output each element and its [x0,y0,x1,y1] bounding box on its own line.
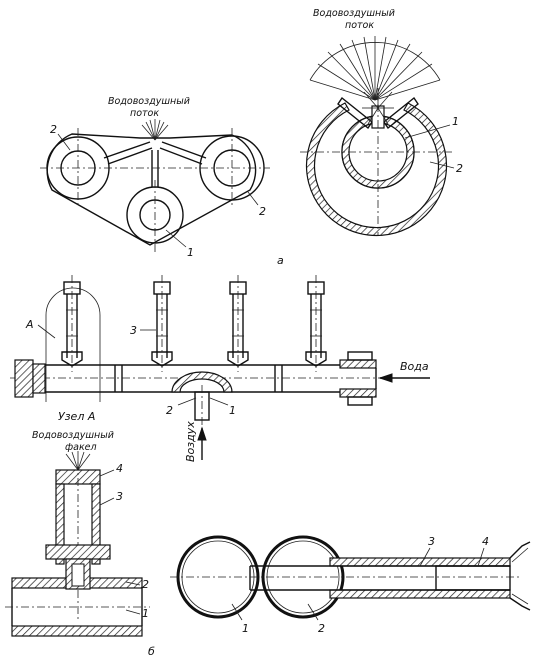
top-right-view: Водовоздушный поток 1 2 [300,8,463,237]
callout-2-manifold: 2 [166,404,173,417]
callout-3-side: 3 [428,535,435,548]
water-air-spray-small [141,119,169,141]
side-spray [509,541,531,611]
callout-3-node: 3 [116,490,123,503]
callout-a: А [25,318,34,331]
callout-4-node: 4 [116,462,123,475]
callout-2-node: 2 [142,578,149,591]
air-label: Воздух [184,421,197,462]
torch-label-2: факел [65,442,97,453]
callout-1-top-right: 1 [452,115,459,128]
tube-lower-wall [329,589,511,599]
nozzle-2 [151,275,173,372]
side-view: 1 2 3 4 [170,535,531,635]
callout-2-side: 2 [318,622,325,635]
node-a-title: Узел А [58,410,95,423]
callout-1-manifold: 1 [229,404,236,417]
callout-2-top-right: 2 [456,162,463,175]
manifold-view: А 3 2 1 Вода Воздух [10,275,430,462]
callout-1-node: 1 [142,607,149,620]
flow-label-top-right-2: поток [345,20,374,31]
flow-label-top-left-2: поток [130,108,159,119]
torch-label-1: Водовоздушный [32,430,114,441]
left-end-cap [14,359,34,398]
callout-3-manifold: 3 [130,324,137,337]
node-a-view: Узел А Водовоздушный факел 4 [5,410,150,637]
nozzle-4 [305,275,327,372]
callout-2-right: 2 [259,205,266,218]
callout-1-side: 1 [242,622,249,635]
callout-2-left: 2 [50,123,57,136]
flow-label-top-right-1: Водовоздушный [313,8,395,19]
tube-upper-wall [329,557,511,567]
top-left-view: Водовоздушный поток 2 2 1 [40,96,270,259]
callout-4-side: 4 [482,535,489,548]
detail-a-outline [45,287,101,402]
callout-1-center: 1 [187,246,194,259]
panel-label-b: б [148,645,155,658]
panel-label-a: а [277,254,284,267]
torch-spray [65,451,91,471]
water-label: Вода [400,360,429,373]
air-saddle [171,371,233,393]
nozzle-1 [61,275,83,372]
flow-label-top-left-1: Водовоздушный [108,96,190,107]
nozzle-3 [227,275,249,372]
water-air-spray-fan [309,36,441,101]
